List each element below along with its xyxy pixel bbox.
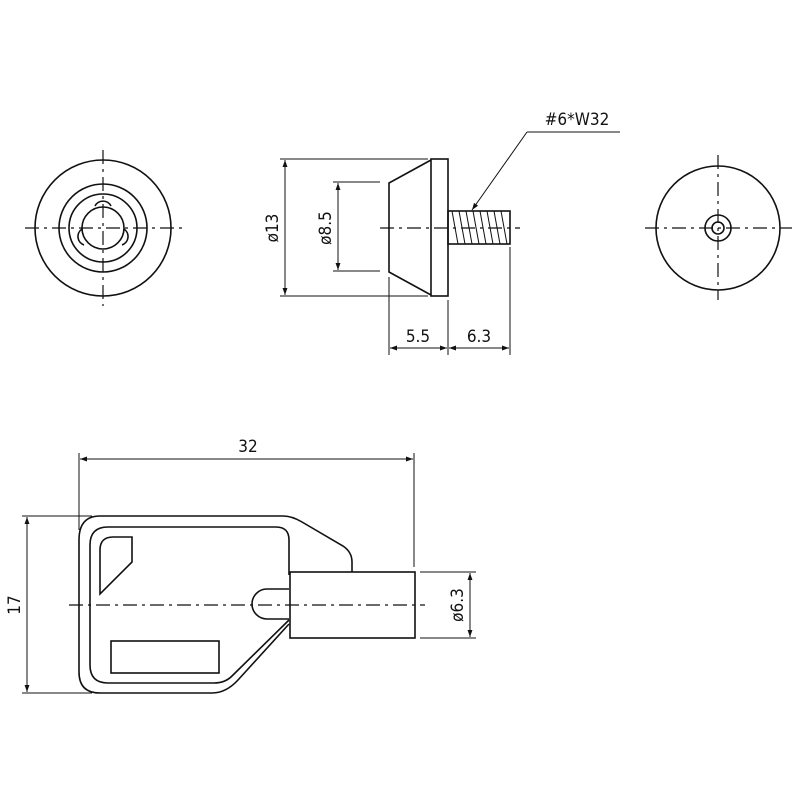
front-view [25,150,183,306]
key-grip-window [99,536,133,596]
side-view: ø13 ø8.5 5.5 6.3 #6*W32 [263,110,620,355]
dim-shaft-diameter: ø6.3 [448,588,468,622]
dim-overall-length: 32 [238,437,257,457]
dim-overall-height: 17 [5,595,25,614]
key-view: 32 17 ø6.3 [5,437,476,694]
dim-head-length: 5.5 [406,327,430,347]
rear-view [645,155,792,300]
dim-inner-diameter: ø8.5 [316,211,336,245]
dim-thread-length: 6.3 [467,327,491,347]
key-label-area [110,640,220,674]
thread-spec-label: #6*W32 [545,110,610,130]
dim-outer-diameter: ø13 [263,214,283,243]
